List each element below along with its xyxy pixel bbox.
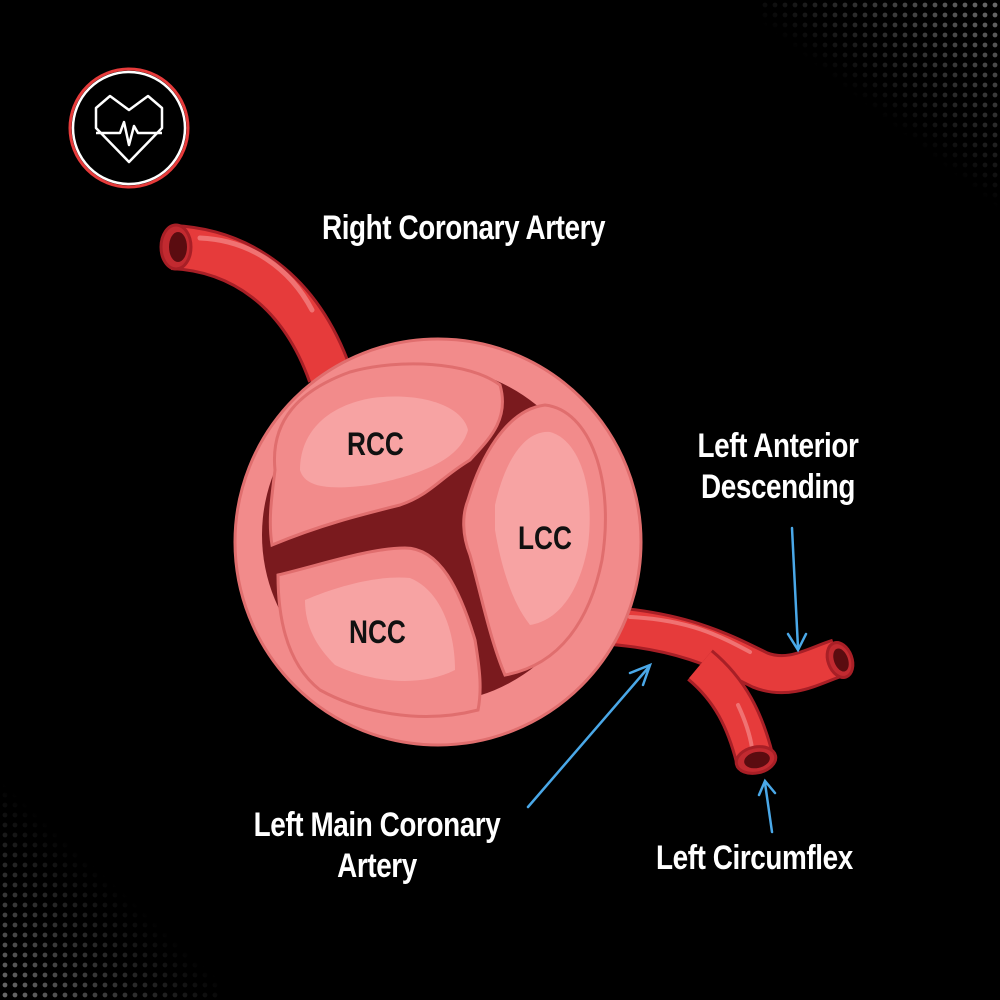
left-circumflex-label: Left Circumflex bbox=[656, 839, 853, 877]
left-main-coronary-artery-label: Left Main Coronary Artery bbox=[229, 805, 526, 887]
lmca-line-2: Artery bbox=[337, 846, 417, 885]
lcc-label: LCC bbox=[518, 520, 572, 556]
right-coronary-artery-label: Right Coronary Artery bbox=[322, 209, 606, 247]
halftone-top-right bbox=[760, 0, 1000, 230]
heart-pulse-icon bbox=[68, 67, 190, 189]
aortic-valve bbox=[233, 337, 643, 747]
lcx-arrow bbox=[763, 781, 774, 834]
lad-arrow bbox=[790, 526, 800, 650]
left-coronary-vessels bbox=[598, 605, 855, 775]
lad-line-1: Left Anterior bbox=[697, 427, 859, 465]
pointer-arrows bbox=[526, 526, 808, 834]
lmca-arrow bbox=[526, 666, 650, 809]
rcc-label: RCC bbox=[347, 426, 404, 462]
lmca-line-1: Left Main Coronary bbox=[253, 806, 501, 844]
lad-line-2: Descending bbox=[701, 467, 855, 506]
halftone-bottom-left bbox=[0, 780, 220, 1000]
left-anterior-descending-label: Left Anterior Descending bbox=[666, 426, 889, 508]
right-coronary-artery-vessel bbox=[159, 223, 352, 384]
ncc-label: NCC bbox=[349, 614, 406, 650]
